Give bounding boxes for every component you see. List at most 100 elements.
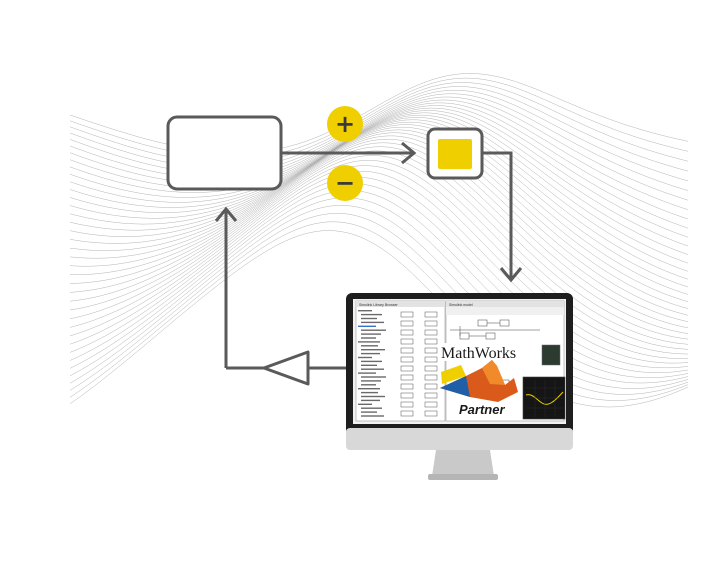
wave-line [69,197,689,384]
wave-line [69,117,689,272]
library-block [424,392,438,399]
wave-line [69,155,689,350]
model-block [459,332,470,340]
model-signal-lines [450,322,540,337]
wave-line [69,142,689,334]
membrane-logo-highlight [482,360,505,385]
library-tree-row [358,388,380,390]
wave-line [69,230,689,408]
library-tree-row [361,349,385,351]
monitor-base [428,474,498,480]
wave-line [69,171,689,364]
controller-block [166,115,283,191]
library-tree-row [361,384,376,386]
library-tree-row [361,415,384,417]
library-block [400,356,414,363]
wave-line [69,146,689,340]
wave-line [69,107,689,238]
library-tree-row [361,399,380,402]
library-tree-row [361,317,377,320]
model-block [477,319,488,327]
wave-line [69,190,689,378]
wave-line [69,221,689,401]
library-blocks [400,311,438,417]
wave-line [69,102,689,220]
wave-line [69,114,689,264]
feedback-path [214,206,348,370]
library-block [400,338,414,345]
library-tree-row [358,341,380,343]
library-block [400,347,414,354]
membrane-logo-yellow [441,365,466,384]
library-tree-row [358,356,372,359]
library-block [424,356,438,363]
library-tree-row [361,391,378,394]
library-tree [358,310,386,417]
library-tree-row [361,352,380,355]
wave-line [69,129,689,309]
minus-badge: − [327,165,363,201]
forward-arrow [281,141,417,165]
library-block [400,320,414,327]
library-tree-row [358,310,372,312]
wave-line [69,119,689,280]
small-plot-window [541,344,561,366]
monitor-chin [346,428,573,450]
library-block [424,329,438,336]
library-tree-row [361,395,385,398]
model-block [499,319,510,327]
scope-trace [525,391,564,405]
wave-line [69,132,689,316]
wave-line [69,110,689,247]
wave-line [69,73,689,154]
wave-line [69,160,689,355]
monitor-stand [432,450,494,476]
monitor: Simulink Library Browser Simulink model … [346,293,573,480]
library-block [424,374,438,381]
library-tree-row [358,403,372,405]
library-tree-row [358,325,376,327]
library-tree-row [361,364,377,366]
library-tree-row [361,321,384,324]
library-tree-row [361,380,381,382]
wave-line [69,90,689,182]
plus-badge: + [327,106,363,142]
library-block [424,311,438,318]
library-tree-row [361,333,381,335]
library-tree-row [361,407,382,409]
library-block [424,383,438,390]
wave-line [69,176,689,369]
library-tree-row [358,372,376,374]
library-block [400,392,414,399]
library-tree-row [361,337,376,339]
library-block [424,365,438,372]
wave-line [69,105,689,229]
feedback-gain-triangle [262,350,310,386]
library-tree-row [361,411,377,413]
model-block [485,332,496,340]
library-block [400,329,414,336]
library-window-title: Simulink Library Browser [359,303,399,307]
library-block [424,401,438,408]
library-browser-window: Simulink Library Browser [355,300,446,422]
library-block [400,401,414,408]
wave-line [69,93,689,191]
wave-line [69,165,689,359]
wave-line [69,121,689,288]
library-block [400,410,414,417]
library-tree-row [361,376,386,378]
scope-grid [526,380,563,417]
plus-symbol: + [335,110,355,138]
minus-symbol: − [335,169,355,197]
library-block [424,410,438,417]
library-block [424,338,438,345]
wave-line [69,183,689,373]
membrane-logo-shadow [440,376,470,397]
library-block [400,365,414,372]
mathworks-partner-logo: MathWorks Partner [438,343,532,417]
library-block [400,383,414,390]
library-block [400,374,414,381]
library-tree-row [361,329,386,331]
wave-line [69,124,689,295]
